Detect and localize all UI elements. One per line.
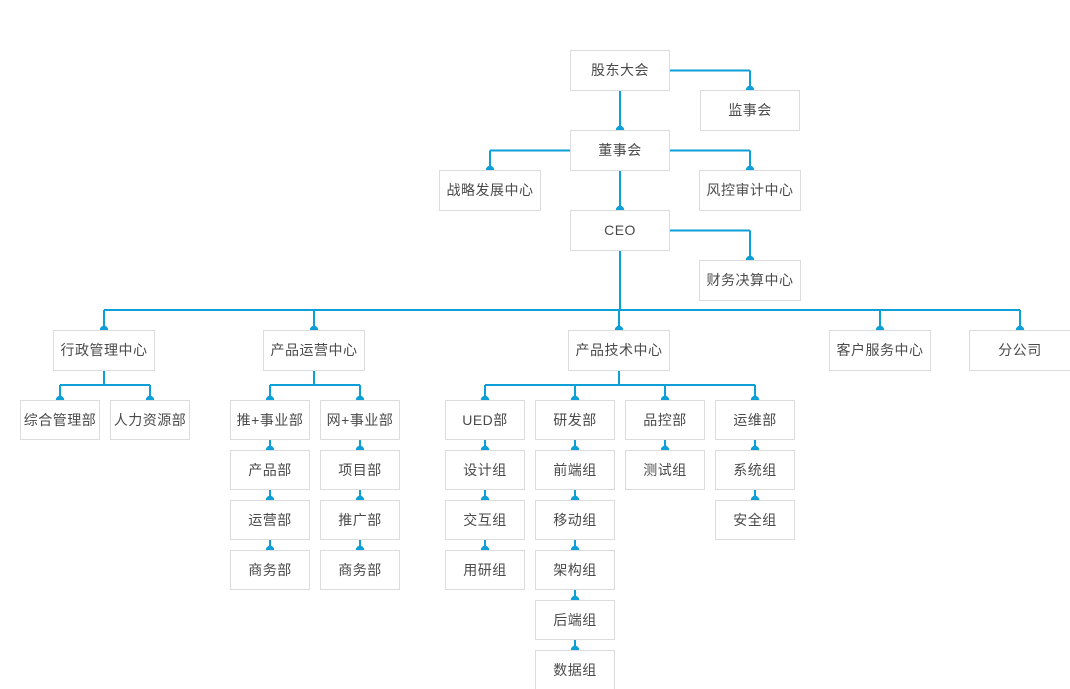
org-node-label: 推+事业部 (236, 411, 304, 428)
org-node-label: 产品部 (248, 461, 292, 478)
org-node-shareholders[interactable]: 股东大会 (570, 50, 670, 91)
org-node-label: 研发部 (553, 411, 597, 428)
org-node-label: 交互组 (463, 511, 507, 528)
org-node-supervisory[interactable]: 监事会 (700, 90, 800, 131)
org-node-label: 产品技术中心 (575, 342, 663, 359)
org-node-wang_biz[interactable]: 网+事业部 (320, 400, 400, 440)
org-node-general_mgmt[interactable]: 综合管理部 (20, 400, 100, 440)
org-node-qa[interactable]: 品控部 (625, 400, 705, 440)
org-node-interaction_grp[interactable]: 交互组 (445, 500, 525, 540)
org-node-label: 架构组 (553, 561, 597, 578)
org-node-label: 数据组 (553, 661, 597, 678)
org-node-label: 产品运营中心 (270, 342, 358, 359)
org-node-label: 财务决算中心 (706, 272, 794, 289)
org-node-test_grp[interactable]: 测试组 (625, 450, 705, 490)
org-node-label: 用研组 (463, 561, 507, 578)
org-node-design_grp[interactable]: 设计组 (445, 450, 525, 490)
org-node-label: 行政管理中心 (60, 342, 148, 359)
org-node-biz_dept_1[interactable]: 商务部 (230, 550, 310, 590)
org-node-product_dept[interactable]: 产品部 (230, 450, 310, 490)
org-node-custserv[interactable]: 客户服务中心 (829, 330, 931, 371)
org-node-label: 运营部 (248, 511, 292, 528)
org-node-label: CEO (604, 222, 636, 239)
org-node-label: 系统组 (733, 461, 777, 478)
org-node-label: 后端组 (553, 611, 597, 628)
org-node-board[interactable]: 董事会 (570, 130, 670, 171)
org-node-label: 股东大会 (591, 62, 649, 79)
org-node-label: 战略发展中心 (446, 182, 534, 199)
org-node-label: 品控部 (643, 411, 687, 428)
org-node-label: 运维部 (733, 411, 777, 428)
org-node-security_grp[interactable]: 安全组 (715, 500, 795, 540)
org-node-label: 设计组 (463, 461, 507, 478)
org-node-tui_biz[interactable]: 推+事业部 (230, 400, 310, 440)
org-node-label: 推广部 (338, 511, 382, 528)
org-node-prodtech[interactable]: 产品技术中心 (568, 330, 670, 371)
org-node-label: 综合管理部 (23, 411, 97, 428)
org-node-label: 人力资源部 (113, 411, 187, 428)
org-node-research_grp[interactable]: 用研组 (445, 550, 525, 590)
org-node-admin[interactable]: 行政管理中心 (53, 330, 155, 371)
org-node-label: 测试组 (643, 461, 687, 478)
org-node-ued[interactable]: UED部 (445, 400, 525, 440)
org-node-label: 监事会 (728, 102, 772, 119)
org-node-label: 安全组 (733, 511, 777, 528)
org-node-finance[interactable]: 财务决算中心 (699, 260, 801, 301)
org-node-hr[interactable]: 人力资源部 (110, 400, 190, 440)
org-node-promo_dept[interactable]: 推广部 (320, 500, 400, 540)
org-node-branch[interactable]: 分公司 (969, 330, 1070, 371)
org-node-arch_grp[interactable]: 架构组 (535, 550, 615, 590)
org-node-frontend_grp[interactable]: 前端组 (535, 450, 615, 490)
org-node-rd[interactable]: 研发部 (535, 400, 615, 440)
org-node-ops_dept[interactable]: 运营部 (230, 500, 310, 540)
org-node-system_grp[interactable]: 系统组 (715, 450, 795, 490)
org-node-mobile_grp[interactable]: 移动组 (535, 500, 615, 540)
org-node-backend_grp[interactable]: 后端组 (535, 600, 615, 640)
org-node-devops[interactable]: 运维部 (715, 400, 795, 440)
org-node-label: 前端组 (553, 461, 597, 478)
org-node-label: 董事会 (598, 142, 642, 159)
org-node-label: 分公司 (998, 342, 1042, 359)
org-node-riskaudit[interactable]: 风控审计中心 (699, 170, 801, 211)
org-node-project_dept[interactable]: 项目部 (320, 450, 400, 490)
org-node-prodops[interactable]: 产品运营中心 (263, 330, 365, 371)
org-node-label: 客户服务中心 (836, 342, 924, 359)
org-node-data_grp[interactable]: 数据组 (535, 650, 615, 689)
org-node-label: 项目部 (338, 461, 382, 478)
org-node-ceo[interactable]: CEO (570, 210, 670, 251)
org-node-label: 网+事业部 (326, 411, 394, 428)
org-node-label: 商务部 (248, 561, 292, 578)
org-node-label: 风控审计中心 (706, 182, 794, 199)
org-node-biz_dept_2[interactable]: 商务部 (320, 550, 400, 590)
org-node-label: 商务部 (338, 561, 382, 578)
org-node-label: UED部 (462, 411, 508, 428)
org-node-strategy[interactable]: 战略发展中心 (439, 170, 541, 211)
org-node-label: 移动组 (553, 511, 597, 528)
